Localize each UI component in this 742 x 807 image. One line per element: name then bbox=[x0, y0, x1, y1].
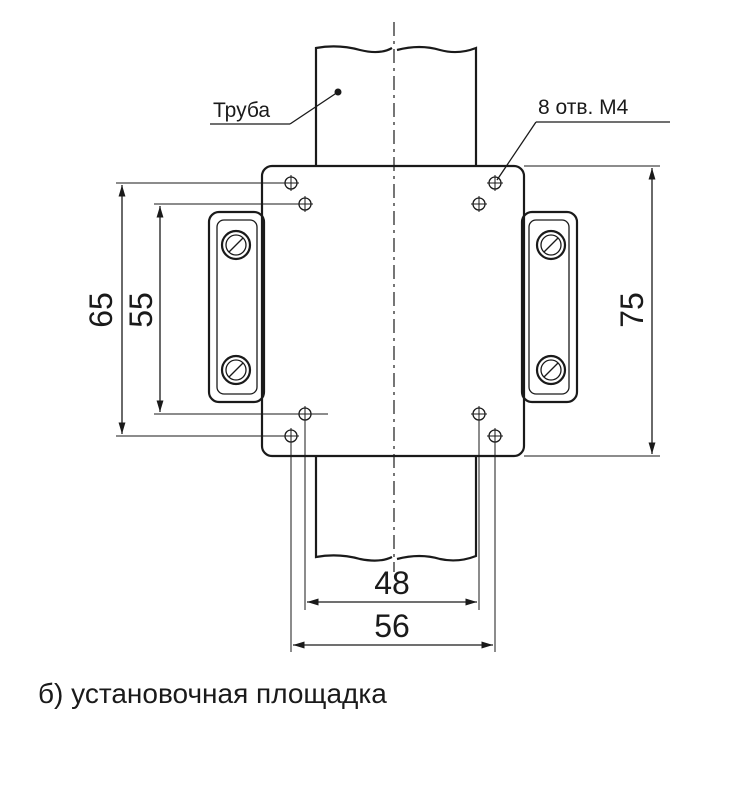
hole-icon bbox=[297, 196, 313, 212]
dimension-65 bbox=[116, 182, 284, 437]
holes-label: 8 отв. М4 bbox=[538, 96, 629, 119]
screw-icon bbox=[220, 354, 252, 386]
dimension-75 bbox=[524, 165, 660, 457]
screw-icon bbox=[220, 229, 252, 261]
dimension-label-75: 75 bbox=[614, 292, 650, 328]
hole-icon bbox=[283, 175, 299, 191]
mounting-plate bbox=[260, 164, 526, 458]
screw-icon bbox=[535, 354, 567, 386]
pipe-top bbox=[314, 45, 478, 165]
dimension-56 bbox=[290, 444, 496, 652]
dimension-label-65: 65 bbox=[83, 292, 119, 328]
dimension-48 bbox=[304, 422, 480, 610]
hole-icon bbox=[471, 196, 487, 212]
figure-caption: б) установочная площадка bbox=[38, 678, 387, 709]
pipe-label: Труба bbox=[213, 99, 270, 122]
pipe-leader bbox=[210, 88, 342, 125]
left-clamp bbox=[207, 210, 266, 404]
hole-icon bbox=[283, 428, 299, 444]
screw-icon bbox=[535, 229, 567, 261]
dimension-label-55: 55 bbox=[123, 292, 159, 328]
hole-icon bbox=[487, 175, 503, 191]
dimension-55 bbox=[154, 203, 328, 415]
dimension-label-56: 56 bbox=[374, 608, 410, 644]
right-clamp bbox=[520, 210, 579, 404]
mounting-holes bbox=[283, 175, 503, 444]
hole-icon bbox=[487, 428, 503, 444]
dimension-label-48: 48 bbox=[374, 565, 410, 601]
hole-icon bbox=[471, 406, 487, 422]
pipe-bottom bbox=[314, 455, 478, 562]
holes-leader bbox=[496, 121, 670, 181]
